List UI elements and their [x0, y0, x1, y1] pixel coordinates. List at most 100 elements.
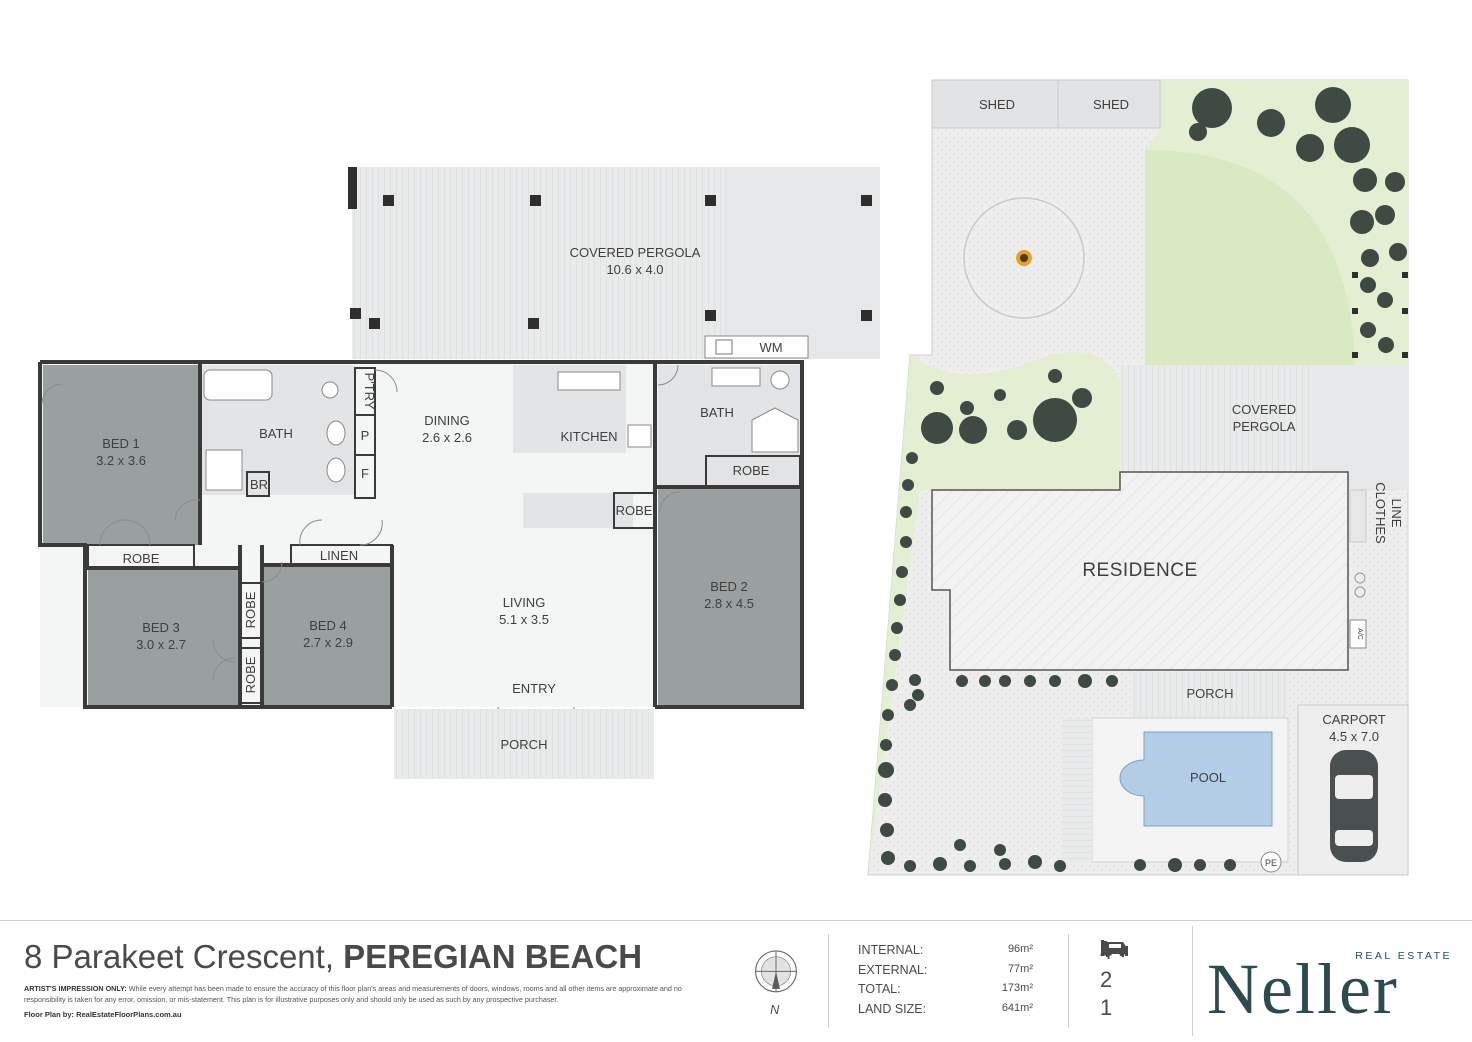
label-bath1: BATH	[259, 426, 293, 441]
pergola-posts	[350, 195, 872, 329]
label-shed-1: SHED	[979, 97, 1015, 112]
tree-icon	[886, 679, 898, 691]
tree-icon	[904, 860, 916, 872]
tree-icon	[900, 536, 912, 548]
tree-icon	[878, 793, 892, 807]
address-street: 8 Parakeet Crescent,	[24, 938, 344, 975]
disclaimer-text: While every attempt has been made to ens…	[24, 984, 682, 1004]
tree-icon	[1334, 127, 1370, 163]
tree-icon	[1361, 249, 1379, 267]
label-clothes: CLOTHES	[1373, 482, 1388, 544]
tree-icon	[1194, 859, 1206, 871]
area-stats: INTERNAL:96m² EXTERNAL:77m² TOTAL:173m² …	[858, 943, 1033, 1021]
disclaimer-lead: ARTIST'S IMPRESSION ONLY:	[24, 984, 127, 993]
tree-icon	[909, 674, 921, 686]
label-bed2-size: 2.8 x 4.5	[704, 596, 754, 611]
label-ac: A/C	[1356, 628, 1363, 640]
tree-icon	[881, 851, 895, 865]
tree-icon	[880, 739, 892, 751]
tree-icon	[878, 762, 894, 778]
floor-plan-drawing: COVERED PERGOLA 10.6 x 4.0 WM BED 1 3.2 …	[38, 79, 1409, 876]
tree-icon	[933, 857, 947, 871]
lawn-side	[868, 351, 1120, 875]
tree-icon	[1054, 860, 1066, 872]
site-plan: SHED SHED COVERED PERGOLA RESIDENCE CLOT…	[867, 79, 1409, 876]
tree-icon	[1378, 337, 1394, 353]
tree-icon	[912, 689, 924, 701]
tree-icon	[1385, 172, 1405, 192]
firepit-area	[963, 197, 1085, 319]
tree-icon	[1072, 388, 1092, 408]
tree-icon	[1134, 859, 1146, 871]
tree-icon	[1350, 210, 1374, 234]
label-bed4-size: 2.7 x 2.9	[303, 635, 353, 650]
tree-icon	[956, 675, 968, 687]
label-site-porch: PORCH	[1187, 686, 1234, 701]
label-p: P	[361, 428, 370, 443]
compass-icon: N	[755, 950, 797, 1017]
bed1-room	[43, 365, 200, 545]
tree-icon	[1257, 109, 1285, 137]
label-bed1: BED 1	[102, 436, 140, 451]
label-wm: WM	[759, 340, 782, 355]
fixtures	[203, 367, 799, 491]
stat-external: EXTERNAL:77m²	[858, 962, 1033, 977]
tree-icon	[1028, 855, 1042, 869]
tree-icon	[1389, 243, 1407, 261]
tree-icon	[1033, 398, 1077, 442]
tree-icon	[964, 860, 976, 872]
label-site-pergola-1: COVERED	[1232, 402, 1296, 417]
label-living-size: 5.1 x 3.5	[499, 612, 549, 627]
tree-icon	[921, 412, 953, 444]
tree-icon	[896, 566, 908, 578]
label-bed1-size: 3.2 x 3.6	[96, 453, 146, 468]
label-pe: PE	[1265, 858, 1277, 868]
tree-icon	[1353, 168, 1377, 192]
label-bed2: BED 2	[710, 579, 748, 594]
label-living: LIVING	[503, 595, 546, 610]
site-porch	[1132, 672, 1288, 718]
tree-icon	[999, 858, 1011, 870]
shed-2	[1057, 79, 1161, 129]
stat-total: TOTAL:173m²	[858, 982, 1033, 996]
tree-icon	[1049, 675, 1061, 687]
tree-icon	[1224, 859, 1236, 871]
tree-icon	[1360, 277, 1376, 293]
floorplan-credit: Floor Plan by: RealEstateFloorPlans.com.…	[24, 1010, 182, 1019]
stat-land-size: LAND SIZE:641m²	[858, 1001, 1033, 1016]
label-residence: RESIDENCE	[1082, 560, 1197, 581]
tree-icon	[1007, 420, 1027, 440]
label-linen: LINEN	[320, 548, 358, 563]
label-pool: POOL	[1190, 770, 1226, 785]
house-floor-plan: COVERED PERGOLA 10.6 x 4.0 WM BED 1 3.2 …	[38, 167, 880, 779]
tree-icon	[999, 675, 1011, 687]
label-kitchen: KITCHEN	[560, 429, 617, 444]
label-dining: DINING	[424, 413, 470, 428]
label-f: F	[361, 466, 369, 481]
tree-icon	[1296, 134, 1324, 162]
label-robe-bath2: ROBE	[733, 463, 770, 478]
tree-icon	[1048, 369, 1062, 383]
tree-icon	[902, 479, 914, 491]
tree-icon	[880, 823, 894, 837]
tree-icon	[900, 506, 912, 518]
car-icon	[1330, 750, 1378, 862]
car-icon	[1103, 942, 1127, 957]
label-carport: CARPORT	[1322, 712, 1385, 727]
tree-icon	[959, 416, 987, 444]
residence-roof	[931, 471, 1349, 671]
tree-icon	[954, 839, 966, 851]
trees	[878, 87, 1407, 872]
tree-icon	[994, 389, 1006, 401]
site-covered-pergola	[1120, 365, 1312, 490]
label-shed-2: SHED	[1093, 97, 1129, 112]
label-site-pergola-2: PERGOLA	[1233, 419, 1296, 434]
bed3-room	[88, 570, 240, 706]
label-entry: ENTRY	[512, 681, 556, 696]
label-robe-kitchen: ROBE	[616, 503, 653, 518]
tree-icon	[1377, 292, 1393, 308]
tree-icon	[1375, 205, 1395, 225]
label-line: LINE	[1389, 499, 1404, 528]
tree-icon	[979, 675, 991, 687]
tree-icon	[891, 622, 903, 634]
